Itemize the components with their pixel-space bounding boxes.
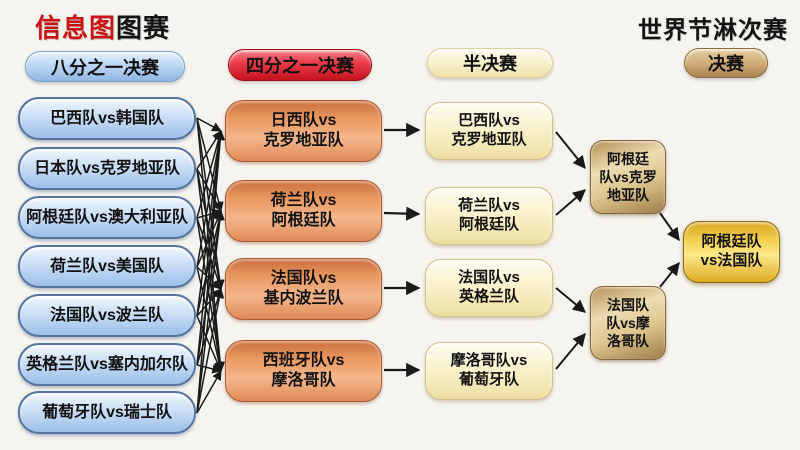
finalist-match-1-line3: 地亚队 [607,187,649,204]
sf-match-2: 荷兰队vs 阿根廷队 [425,187,553,245]
header-final: 决赛 [684,48,768,78]
r16-match-3: 阿根廷队vs澳大利亚队 [18,196,196,239]
qf-match-4-line2: 摩洛哥队 [271,372,336,389]
header-round-of-16: 八分之一决赛 [25,51,185,82]
qf-match-4-line1: 西班牙队vs [262,352,345,369]
qf-match-2: 荷兰队vs 阿根廷队 [225,180,382,242]
final-match: 阿根廷队 vs法国队 [683,221,780,283]
finalist-match-1-line2: 队vs克罗 [599,168,657,185]
qf-match-1: 日西队vs 克罗地亚队 [225,100,382,162]
r16-match-7: 葡萄牙队vs瑞士队 [18,391,196,434]
sf-match-1: 巴西队vs 克罗地亚队 [425,102,553,160]
r16-match-2: 日本队vs克罗地亚队 [18,147,196,190]
finalist-match-1: 阿根廷 队vs克罗 地亚队 [590,140,666,214]
sf-match-2-line2: 阿根廷队 [458,216,519,233]
tournament-title: 世界节淋次赛 [638,17,788,44]
r16-match-4: 荷兰队vs美国队 [18,245,196,288]
sf-match-4: 摩洛哥队vs 葡萄牙队 [425,342,553,400]
qf-match-1-line1: 日西队vs [270,112,337,129]
finalist-match-1-line1: 阿根廷 [607,150,649,167]
header-semi-final: 半决赛 [427,48,553,78]
sf-match-1-line2: 克罗地亚队 [451,131,527,148]
sf-match-1-line1: 巴西队vs [458,112,520,130]
sf-match-4-line1: 摩洛哥队vs [450,352,528,370]
page-title-black-part: 图赛 [116,13,171,43]
finalist-match-2-line2: 队vs摩 [606,314,650,331]
sf-match-3-line1: 法国队vs [458,269,520,287]
qf-match-3-line2: 基内波兰队 [263,290,344,307]
r16-match-5: 法国队vs波兰队 [18,294,196,337]
sf-match-3-line2: 英格兰队 [458,288,519,305]
sf-match-2-line1: 荷兰队vs [458,197,520,215]
sf-match-4-line2: 葡萄牙队 [458,371,519,388]
header-quarter-final: 四分之一决赛 [228,49,372,81]
final-match-line2: vs法国队 [700,252,763,269]
sf-match-3: 法国队vs 英格兰队 [425,259,553,317]
qf-match-3: 法国队vs 基内波兰队 [225,258,382,320]
page-title: 信息图图赛 [35,8,170,45]
r16-match-6: 英格兰队vs塞内加尔队 [18,343,196,386]
finalist-match-2-line3: 洛哥队 [607,333,649,350]
qf-match-3-line1: 法国队vs [270,270,337,287]
qf-match-4: 西班牙队vs 摩洛哥队 [225,340,382,402]
qf-match-2-line1: 荷兰队vs [270,192,337,209]
page-title-red-part: 信息图 [35,13,117,43]
r16-match-1: 巴西队vs韩国队 [18,97,196,140]
finalist-match-2: 法国队 队vs摩 洛哥队 [590,286,666,360]
qf-match-2-line2: 阿根廷队 [271,212,336,229]
finalist-match-2-line1: 法国队 [607,296,649,313]
qf-match-1-line2: 克罗地亚队 [263,132,344,149]
final-match-line1: 阿根廷队 [701,233,762,251]
